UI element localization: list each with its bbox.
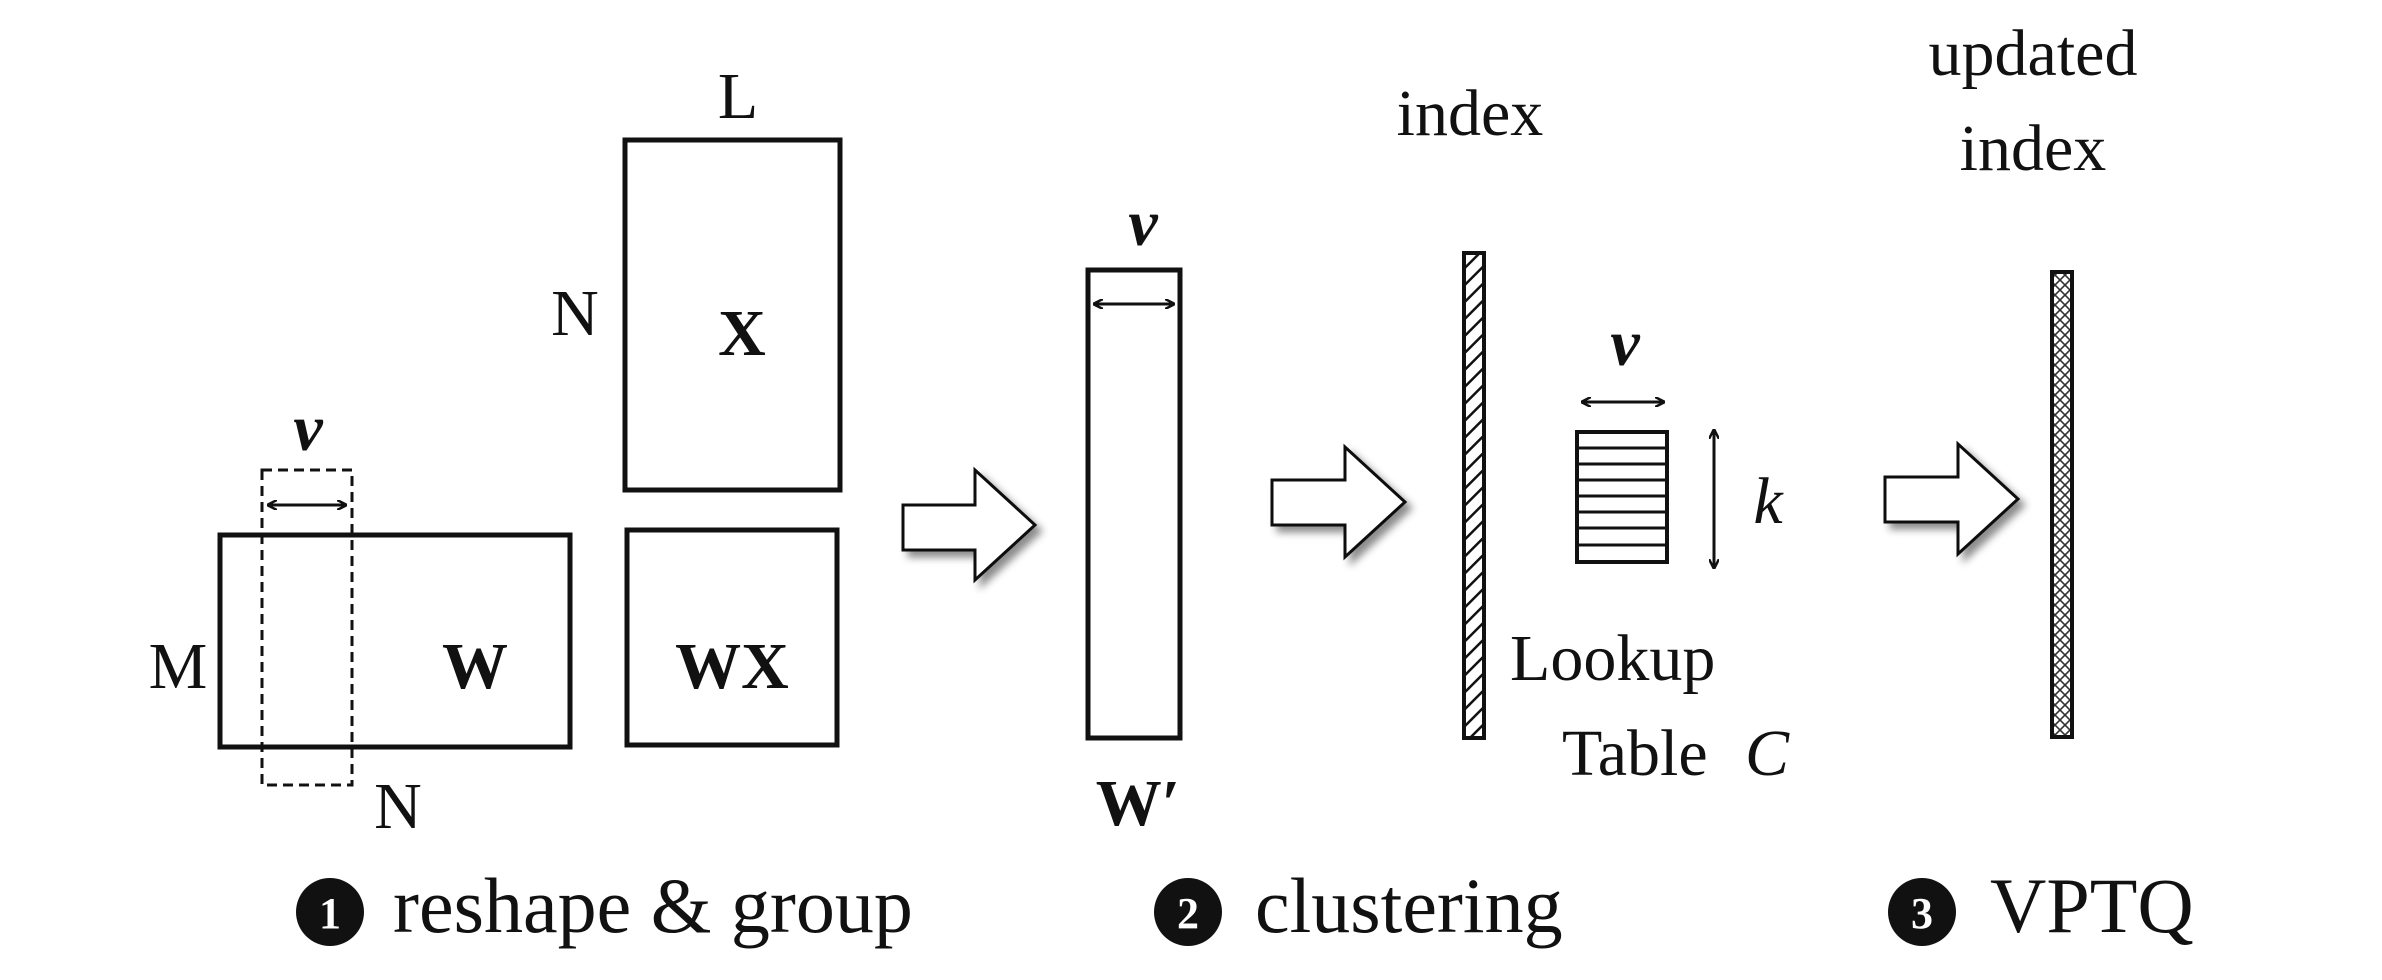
matrix-x-left-dim: N	[551, 277, 599, 350]
arrow-to-vptq	[1883, 440, 2021, 558]
lut-count-label: k	[1753, 465, 1784, 538]
index-label: index	[1397, 77, 1544, 150]
updated-index-line1: updated	[1929, 17, 2138, 90]
matrix-x-label: X	[718, 297, 766, 370]
step-1-number: 1	[319, 889, 341, 938]
step-3-badge	[1888, 878, 1956, 946]
matrix-w	[217, 532, 573, 750]
step-1-badge	[296, 878, 364, 946]
reshaped-weight-label: W′	[1096, 767, 1181, 840]
arrow-to-clustering	[1270, 443, 1408, 561]
matrix-w-bottom-dim: N	[374, 770, 422, 843]
step-2-number: 2	[1177, 889, 1199, 938]
vector-group-outline	[260, 468, 354, 787]
step-1-label: reshape & group	[393, 862, 913, 949]
step-2: 2 clustering	[1154, 862, 1563, 949]
matrix-x	[622, 137, 843, 493]
step-3: 3 VPTQ	[1888, 862, 2194, 949]
matrix-x-top-dim: L	[718, 60, 758, 133]
updated-index-line2: index	[1960, 112, 2107, 185]
matrix-wx	[624, 527, 840, 748]
vector-width-label: v	[293, 392, 323, 465]
step-1: 1 reshape & group	[296, 862, 913, 949]
lut-symbol: C	[1745, 717, 1790, 790]
arrow-to-reshape	[901, 466, 1038, 584]
step-2-badge	[1154, 878, 1222, 946]
index-vector	[1462, 251, 1486, 740]
matrix-w-label: W	[442, 630, 508, 703]
lookup-table	[1575, 430, 1669, 564]
step-3-label: VPTQ	[1990, 862, 2194, 949]
lut-label-line2: Table	[1562, 717, 1708, 790]
matrix-wx-label: WX	[675, 630, 789, 703]
step-3-number: 3	[1911, 889, 1933, 938]
updated-index-vector	[2050, 270, 2074, 739]
step-2-label: clustering	[1255, 862, 1563, 949]
lut-vector-width-label: v	[1610, 307, 1640, 380]
reshaped-weight-column	[1085, 267, 1183, 741]
reshaped-vector-width-label: v	[1128, 187, 1158, 260]
matrix-w-left-dim: M	[149, 630, 208, 703]
lut-label-line1: Lookup	[1510, 622, 1715, 695]
